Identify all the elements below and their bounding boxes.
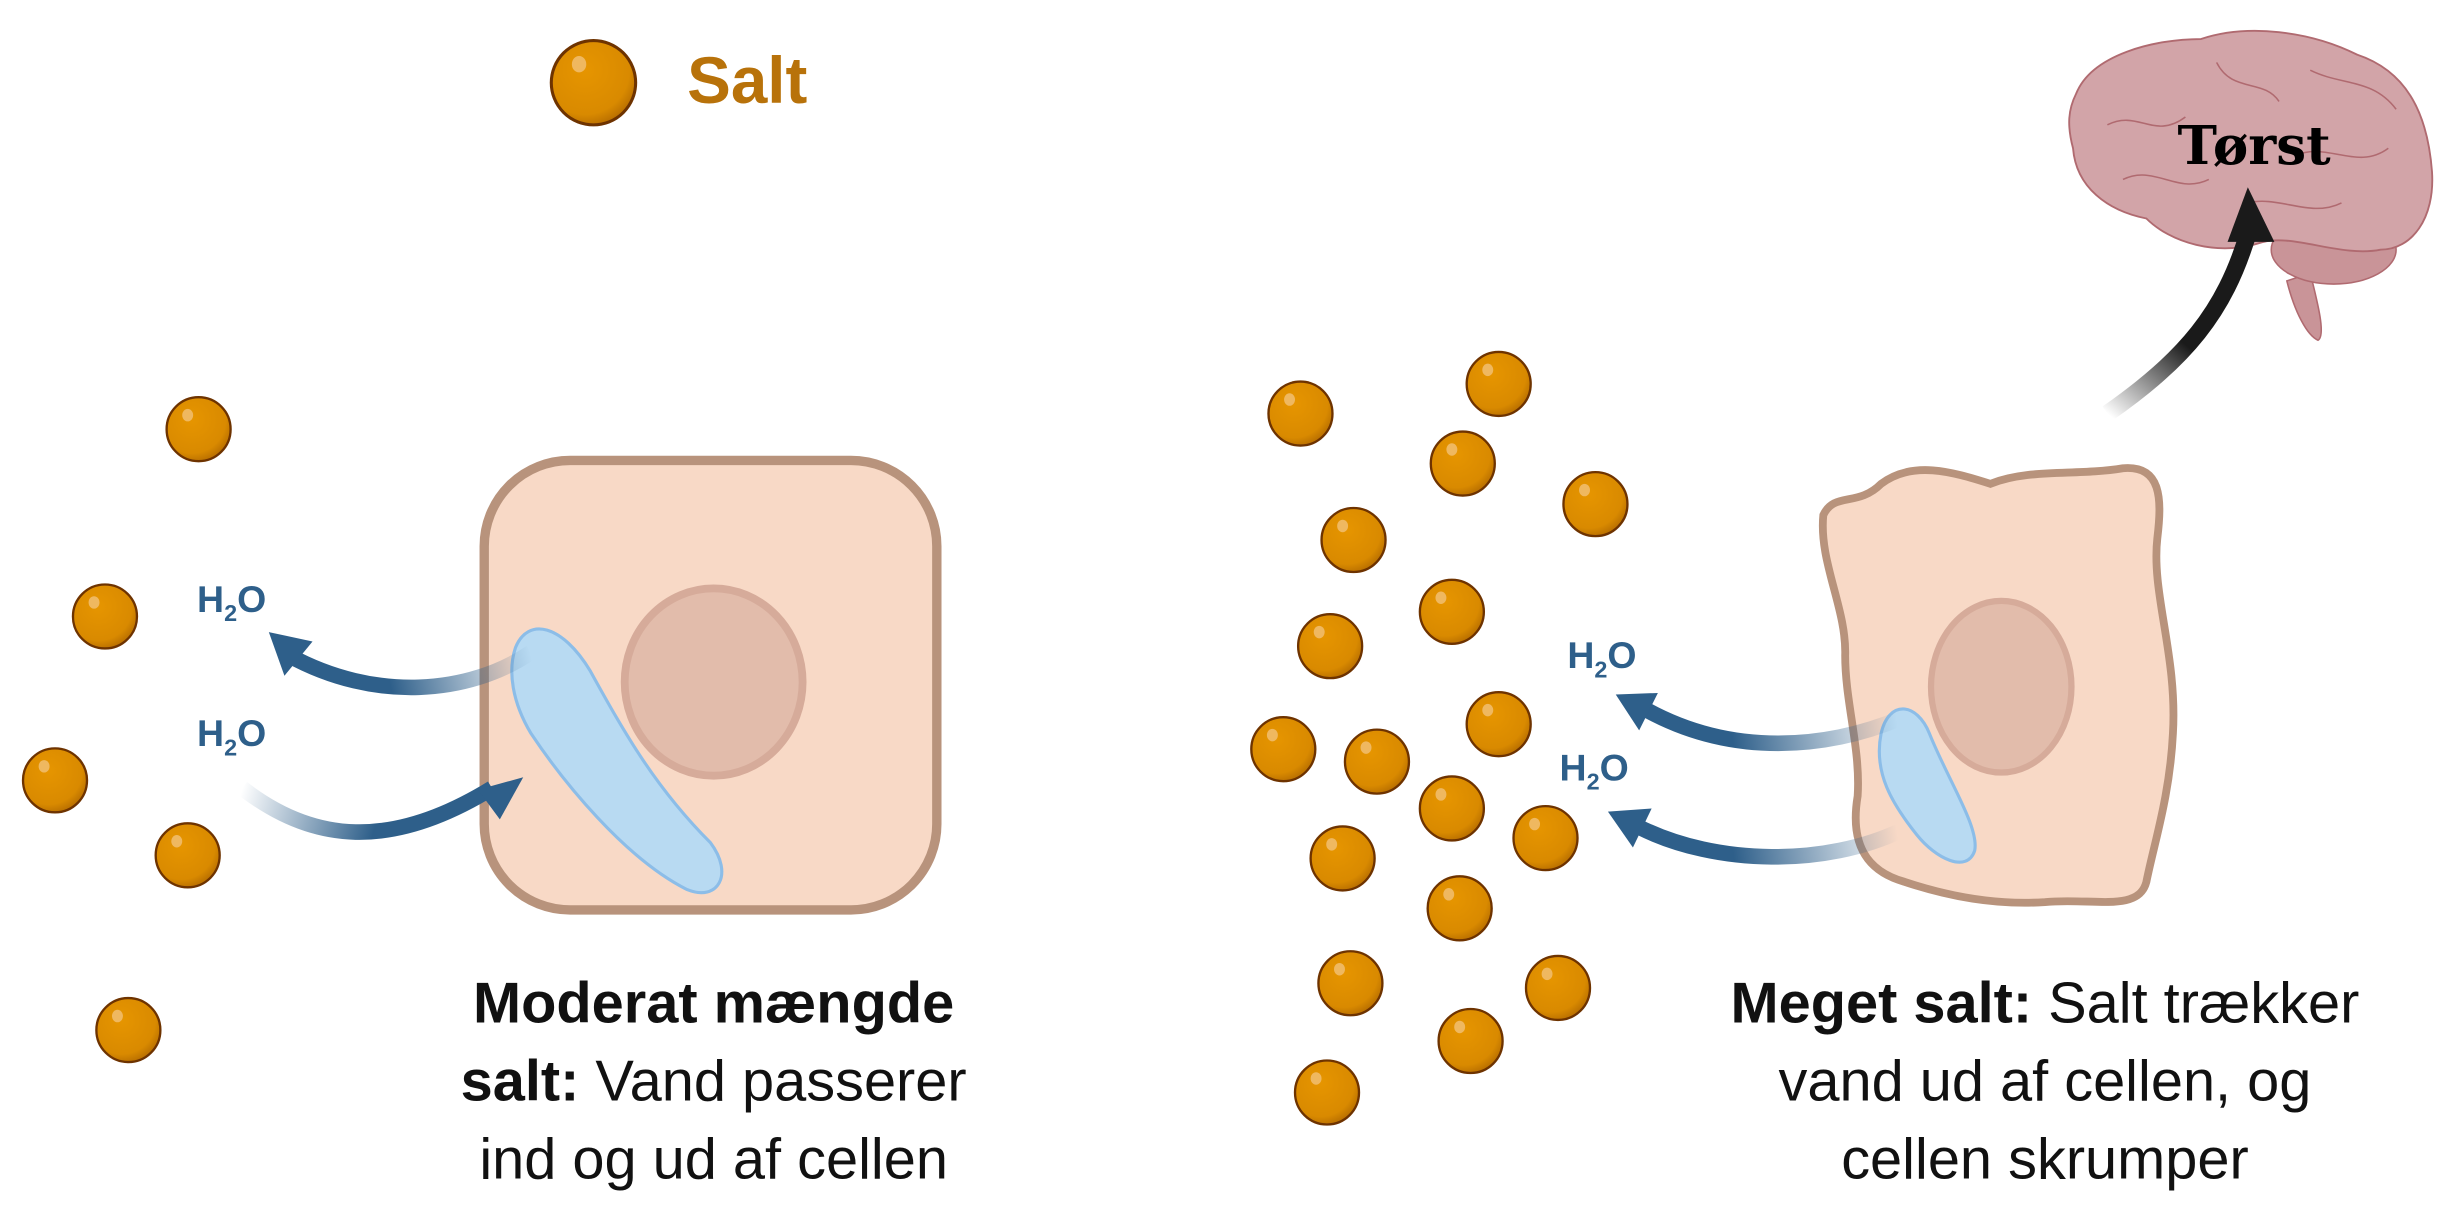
brain-icon — [2068, 30, 2434, 342]
water-label: H2O — [1567, 634, 1636, 682]
salt-particle-icon — [1512, 804, 1579, 872]
water-out-arrow — [285, 645, 536, 696]
water-label: H2O — [1560, 746, 1629, 794]
salt-particle-icon — [1418, 578, 1486, 645]
salt-particle-icon — [1465, 350, 1532, 418]
left-water-arrows: H2O H2O — [197, 578, 536, 840]
salt-particle-icon — [154, 822, 221, 889]
salt-particle-icon — [549, 39, 638, 127]
salt-particle-icon — [1562, 470, 1629, 538]
salt-particle-icon — [95, 996, 162, 1064]
salt-particle-icon — [71, 583, 139, 650]
left-caption: Moderat mængde salt: Vand passerer ind o… — [461, 971, 967, 1191]
salt-particle-icon — [1250, 715, 1317, 783]
salt-particle-icon — [21, 747, 89, 814]
thirst-label: Tørst — [2178, 114, 2332, 177]
water-out-arrow — [1643, 703, 1905, 751]
salt-particle-icon — [1320, 506, 1387, 574]
right-salt-particles — [1250, 350, 1629, 1126]
salt-particle-icon — [1267, 380, 1334, 447]
water-in-arrow — [237, 781, 497, 840]
normal-cell — [479, 455, 942, 915]
right-water-arrows: H2O H2O — [1560, 634, 1905, 865]
thirst-arrow — [2102, 231, 2257, 421]
salt-particle-icon — [1293, 1059, 1361, 1126]
legend-label: Salt — [687, 44, 807, 117]
salt-particle-icon — [1418, 775, 1486, 842]
shrunken-cell — [1818, 464, 2178, 907]
salt-particle-icon — [1429, 430, 1496, 497]
salt-particle-icon — [1524, 954, 1592, 1022]
legend: Salt — [549, 39, 807, 127]
caption-line: Meget salt: Salt trækker — [1731, 971, 2360, 1035]
water-label: H2O — [197, 578, 266, 626]
salt-particle-icon — [165, 396, 232, 463]
caption-line: Moderat mængde — [473, 971, 954, 1035]
right-caption: Meget salt: Salt trækker vand ud af cell… — [1731, 971, 2360, 1191]
caption-line: cellen skrumper — [1841, 1127, 2248, 1191]
caption-line: ind og ud af cellen — [479, 1127, 948, 1191]
salt-particle-icon — [1426, 875, 1493, 942]
caption-line: salt: Vand passerer — [461, 1049, 967, 1113]
water-out-arrow — [1635, 820, 1905, 865]
salt-particle-icon — [1317, 950, 1384, 1017]
arrow-head-icon — [2227, 187, 2275, 242]
salt-particle-icon — [1465, 691, 1532, 758]
caption-line: vand ud af cellen, og — [1779, 1049, 2312, 1113]
salt-particle-icon — [1296, 612, 1364, 680]
water-label: H2O — [197, 712, 266, 760]
salt-particle-icon — [1437, 1007, 1504, 1075]
salt-particle-icon — [1343, 728, 1411, 795]
salt-particle-icon — [1309, 825, 1376, 892]
